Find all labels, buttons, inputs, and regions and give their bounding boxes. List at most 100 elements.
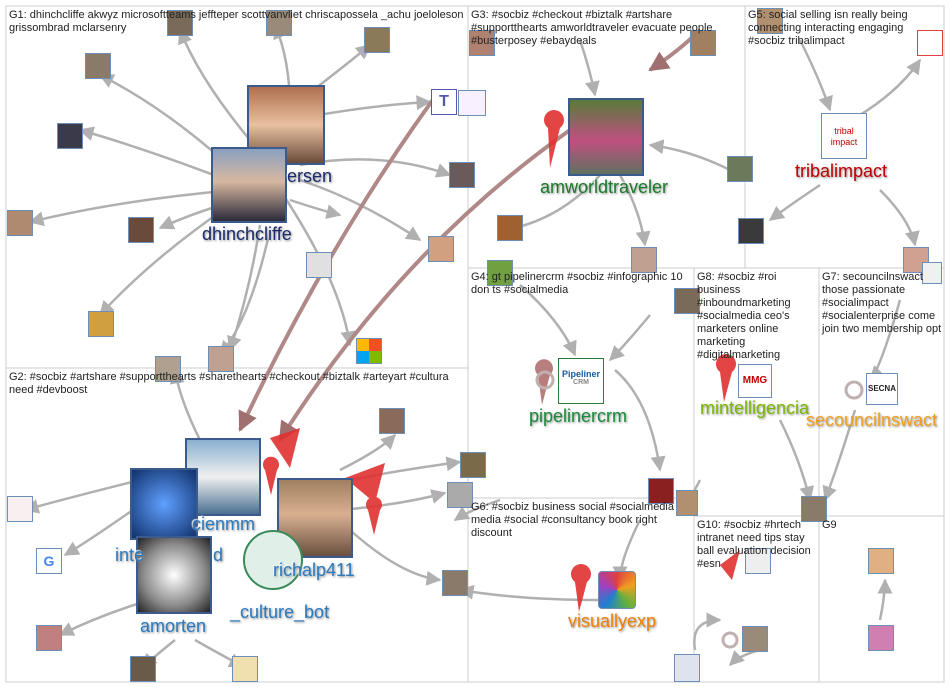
node-label-richalp411: richalp411 — [273, 560, 355, 580]
node-label-amworldtraveler: amworldtraveler — [540, 177, 669, 197]
strong-edge — [278, 128, 572, 442]
node-avatar[interactable] — [757, 8, 783, 34]
strong-edge — [238, 88, 442, 432]
node-avatar[interactable] — [36, 625, 62, 651]
node-label-amorten: amorten — [140, 616, 207, 636]
group-label-g5: G5: social selling isn really being conn… — [748, 9, 908, 47]
node-label-culture-bot: _culture_bot — [230, 602, 330, 622]
edge — [768, 183, 821, 222]
node-avatar[interactable] — [379, 408, 405, 434]
node-avatar-inte[interactable] — [130, 468, 198, 540]
edge — [339, 489, 447, 512]
node-avatar-dhinchcliffe[interactable] — [211, 147, 287, 223]
group-label-g4: G4: gt pipelinercrm #socbiz #infographic… — [471, 271, 683, 296]
node-label-inte: inte — [115, 545, 145, 565]
edge — [798, 39, 833, 112]
node-avatar[interactable] — [306, 252, 332, 278]
node-avatar[interactable] — [497, 215, 523, 241]
self-loop-ring — [721, 631, 739, 649]
self-loop-marker — [270, 428, 300, 468]
edge — [614, 369, 666, 472]
edge — [618, 174, 651, 247]
self-loop-marker — [571, 564, 591, 612]
node-avatar[interactable] — [442, 570, 468, 596]
edge — [728, 648, 761, 667]
node-avatar[interactable] — [7, 210, 33, 236]
node-avatar-google[interactable]: G — [36, 548, 62, 574]
node-avatar[interactable] — [690, 30, 716, 56]
node-avatar[interactable] — [745, 548, 771, 574]
node-avatar[interactable] — [57, 123, 83, 149]
self-loop-marker — [345, 463, 385, 503]
node-avatar[interactable] — [917, 30, 943, 56]
node-avatar-culture-bot[interactable] — [243, 530, 303, 590]
group-label-g10: G10: #socbiz #hrtech intranet need tips … — [697, 519, 811, 570]
node-avatar[interactable] — [85, 53, 111, 79]
node-label-ersen: ersen — [287, 166, 333, 186]
node-avatar[interactable] — [922, 262, 942, 284]
group-box-g9 — [818, 515, 945, 683]
edge — [178, 28, 251, 141]
node-label-visuallyexp: visuallyexp — [568, 611, 657, 631]
node-avatar[interactable] — [447, 482, 473, 508]
node-avatar-amorten[interactable] — [136, 536, 212, 614]
self-loop-ring — [844, 380, 864, 400]
node-avatar[interactable] — [128, 217, 154, 243]
node-avatar[interactable] — [460, 452, 486, 478]
node-avatar[interactable] — [738, 218, 764, 244]
grey-loops — [535, 370, 864, 649]
edge — [877, 578, 893, 621]
edge — [458, 584, 601, 602]
node-label-cienmm: cienmm — [192, 514, 256, 534]
node-avatar[interactable] — [428, 236, 454, 262]
self-loop-marker — [716, 354, 737, 402]
group-label-g6: G6: #socbiz business social #socialmedia… — [471, 501, 674, 539]
node-label-mintelligencia: mintelligencia — [700, 398, 810, 418]
self-loop-marker — [262, 456, 279, 495]
node-avatar-microsoftteams[interactable]: T — [431, 89, 457, 115]
node-label-dhinchcliffe: dhinchcliffe — [202, 224, 292, 244]
node-avatar[interactable] — [458, 90, 486, 116]
edge — [778, 419, 815, 502]
group-boxes — [5, 5, 945, 683]
self-loop-marker — [720, 550, 740, 580]
node-avatar[interactable] — [648, 478, 674, 504]
node-avatar-secouncilnswact[interactable]: SECNA — [866, 373, 898, 405]
node-avatar[interactable] — [868, 625, 894, 651]
node-avatar[interactable] — [208, 346, 234, 372]
node-avatar[interactable] — [130, 656, 156, 682]
node-avatar-amworldtraveler[interactable] — [568, 98, 644, 176]
node-avatar[interactable] — [487, 260, 513, 286]
edge — [453, 498, 501, 522]
node-avatar[interactable] — [868, 548, 894, 574]
node-avatar-pipelinercrm[interactable]: Pipeliner CRM — [558, 358, 604, 404]
node-avatar[interactable] — [232, 656, 258, 682]
node-avatar-microsoft[interactable] — [356, 338, 382, 364]
pipeliner-logo-text: Pipeliner — [561, 369, 600, 379]
node-avatar[interactable] — [631, 247, 657, 273]
node-avatar[interactable] — [88, 311, 114, 337]
node-avatar[interactable] — [469, 30, 495, 56]
node-avatar[interactable] — [674, 654, 700, 682]
group-label-g7: G7: secouncilnswact those passionate #so… — [822, 271, 942, 335]
node-avatar-mintelligencia[interactable]: MMG — [738, 364, 772, 398]
edge — [519, 284, 577, 357]
group-label-g8: G8: #socbiz #roi business #inboundmarket… — [697, 271, 791, 361]
edge — [693, 612, 722, 651]
self-loop-marker — [535, 359, 553, 405]
edge — [28, 188, 236, 227]
self-loop-ring — [535, 370, 555, 390]
node-avatar[interactable] — [449, 162, 475, 188]
group-label-g9: G9 — [822, 519, 837, 531]
node-avatar-tribalimpact[interactable]: tribal impact — [821, 113, 867, 159]
edge — [648, 139, 731, 172]
node-avatar[interactable] — [674, 288, 700, 314]
node-avatar[interactable] — [742, 626, 768, 652]
node-avatar[interactable] — [7, 496, 33, 522]
node-avatar[interactable] — [727, 156, 753, 182]
self-loop-marker — [544, 109, 564, 168]
node-avatar-visuallyexp[interactable] — [598, 571, 636, 609]
self-loops — [262, 109, 740, 612]
group-label-g2: G2: #socbiz #artshare #supportthearts #s… — [9, 371, 449, 396]
